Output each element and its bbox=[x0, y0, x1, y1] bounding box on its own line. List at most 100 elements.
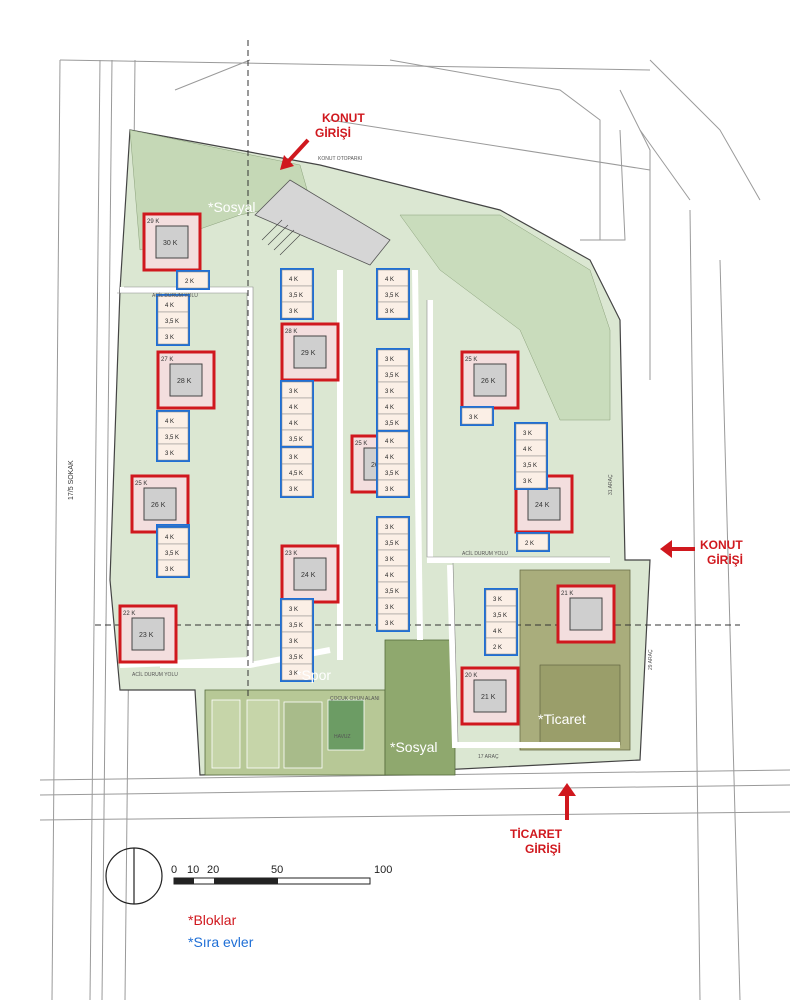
row-house-unit: 3 K bbox=[165, 567, 174, 573]
residential-block: 23 K 24 K bbox=[280, 544, 340, 604]
row-house-unit: 3,5 K bbox=[523, 463, 537, 469]
zone-spor: *Spor bbox=[296, 667, 331, 683]
row-house-group: 2 K bbox=[176, 270, 210, 290]
row-house-group: 3 K3,5 K3 K3,5 K3 K bbox=[280, 598, 314, 682]
row-house-unit: 3 K bbox=[385, 557, 394, 563]
row-house-unit: 4 K bbox=[385, 405, 394, 411]
row-house-group: 4 K4 K3,5 K3 K bbox=[376, 430, 410, 498]
row-house-unit: 4 K bbox=[385, 455, 394, 461]
row-house-unit: 4 K bbox=[165, 535, 174, 541]
row-house-unit: 3 K bbox=[385, 309, 394, 315]
row-house-unit: 4 K bbox=[493, 629, 502, 635]
football-field bbox=[283, 701, 323, 769]
zone-sosyal-bottom: *Sosyal bbox=[390, 739, 437, 755]
parking-17-label: 17 ARAÇ bbox=[478, 754, 499, 760]
row-house-unit: 3 K bbox=[289, 487, 298, 493]
social-area-south bbox=[384, 639, 456, 776]
residential-block: 22 K23 K bbox=[118, 604, 178, 664]
zone-sosyal-top: *Sosyal bbox=[208, 199, 255, 215]
row-house-unit: 3,5 K bbox=[385, 373, 399, 379]
scale-20: 20 bbox=[207, 864, 219, 876]
residential-block: 29 K 30 K bbox=[142, 212, 202, 272]
row-house-unit: 3 K bbox=[385, 621, 394, 627]
row-house-unit: 3 K bbox=[289, 455, 298, 461]
row-house-unit: 3,5 K bbox=[289, 293, 303, 299]
row-house-group: 2 K bbox=[516, 532, 550, 552]
row-house-unit: 3 K bbox=[493, 597, 502, 603]
row-houses-layer: 2 K4 K3,5 K3 K4 K3,5 K3 K4 K3,5 K3 K4 K3… bbox=[156, 268, 550, 682]
row-house-unit: 3,5 K bbox=[289, 437, 303, 443]
north-arrow bbox=[105, 847, 163, 905]
row-house-unit: 3 K bbox=[289, 671, 298, 677]
row-house-unit: 4 K bbox=[385, 277, 394, 283]
row-house-unit: 3,5 K bbox=[289, 623, 303, 629]
row-house-group: 3 K4 K3,5 K3 K bbox=[514, 422, 548, 490]
parking-31-label: 31 ARAÇ bbox=[608, 474, 614, 495]
row-house-group: 3 K3,5 K3 K4 K3,5 K3 K3 K bbox=[376, 516, 410, 632]
row-house-unit: 3 K bbox=[523, 479, 532, 485]
row-house-unit: 3,5 K bbox=[165, 319, 179, 325]
block-label: 23 K bbox=[285, 551, 297, 557]
residential-block: 21 K bbox=[556, 584, 616, 644]
acil-durum-label-1: ACİL DURUM YOLU bbox=[152, 292, 198, 299]
row-house-unit: 3,5 K bbox=[493, 613, 507, 619]
basketball-court bbox=[246, 699, 280, 769]
row-house-unit: 3 K bbox=[523, 431, 532, 437]
row-house-unit: 3,5 K bbox=[385, 589, 399, 595]
zone-ticaret: *Ticaret bbox=[538, 711, 586, 727]
block-label: 22 K bbox=[123, 611, 135, 617]
pool bbox=[327, 699, 365, 751]
scale-50: 50 bbox=[271, 864, 283, 876]
block-label: 25 K bbox=[135, 481, 147, 487]
row-house-unit: 4,5 K bbox=[289, 471, 303, 477]
scale-10: 10 bbox=[187, 864, 199, 876]
block-label: 29 K bbox=[147, 219, 159, 225]
street-left-label: 17/5 SOKAK bbox=[68, 460, 75, 500]
row-house-unit: 3 K bbox=[289, 309, 298, 315]
row-house-unit: 3,5 K bbox=[385, 293, 399, 299]
parking-29-label: 29 ARAÇ bbox=[648, 649, 654, 670]
row-house-unit: 3 K bbox=[165, 451, 174, 457]
block-label: 27 K bbox=[161, 357, 173, 363]
tennis-court bbox=[211, 699, 241, 769]
block-inner-label: 24 K bbox=[301, 572, 316, 579]
row-house-group: 3 K 4,5 K 3 K bbox=[280, 446, 314, 498]
block-inner-label: 24 K bbox=[535, 502, 550, 509]
row-house-unit: 3 K bbox=[385, 357, 394, 363]
row-house-unit: 4 K bbox=[289, 277, 298, 283]
scale-0: 0 bbox=[171, 864, 177, 876]
row-house-group: 4 K3,5 K3 K bbox=[156, 294, 190, 346]
scale-bar: 0 10 20 50 100 bbox=[171, 864, 392, 885]
cocuk-label: ÇOCUK OYUN ALANI bbox=[330, 696, 379, 702]
acil-durum-label-3: ACİL DURUM YOLU bbox=[462, 550, 508, 557]
scale-100: 100 bbox=[374, 864, 392, 876]
row-house-group: 4 K 3,5 K 3 K bbox=[280, 268, 314, 320]
row-house-unit: 3 K bbox=[469, 415, 478, 421]
block-label: 25 K bbox=[465, 357, 477, 363]
legend-bloklar: *Bloklar bbox=[188, 912, 237, 928]
row-house-group: 4 K3,5 K3 K bbox=[156, 410, 190, 462]
commercial-building bbox=[539, 664, 621, 746]
legend-sira-evler: *Sıra evler bbox=[188, 934, 254, 950]
row-house-unit: 3,5 K bbox=[289, 655, 303, 661]
row-house-unit: 2 K bbox=[493, 645, 502, 651]
block-inner-label: 30 K bbox=[163, 240, 178, 247]
row-house-unit: 4 K bbox=[165, 419, 174, 425]
row-house-group: 3 K bbox=[460, 406, 494, 426]
konut-otopark-label: KONUT OTOPARKI bbox=[318, 156, 362, 162]
row-house-unit: 4 K bbox=[385, 573, 394, 579]
row-house-group: 3 K 3,5 K 4 K 2 K bbox=[484, 588, 518, 656]
residential-block: 25 K26 K bbox=[130, 474, 190, 534]
row-house-unit: 3 K bbox=[289, 607, 298, 613]
park-area-east bbox=[399, 214, 611, 421]
row-house-unit: 3 K bbox=[385, 605, 394, 611]
residential-block: 27 K28 K bbox=[156, 350, 216, 410]
row-house-unit: 3,5 K bbox=[385, 421, 399, 427]
row-house-unit: 3 K bbox=[165, 335, 174, 341]
block-label: 21 K bbox=[561, 591, 573, 597]
